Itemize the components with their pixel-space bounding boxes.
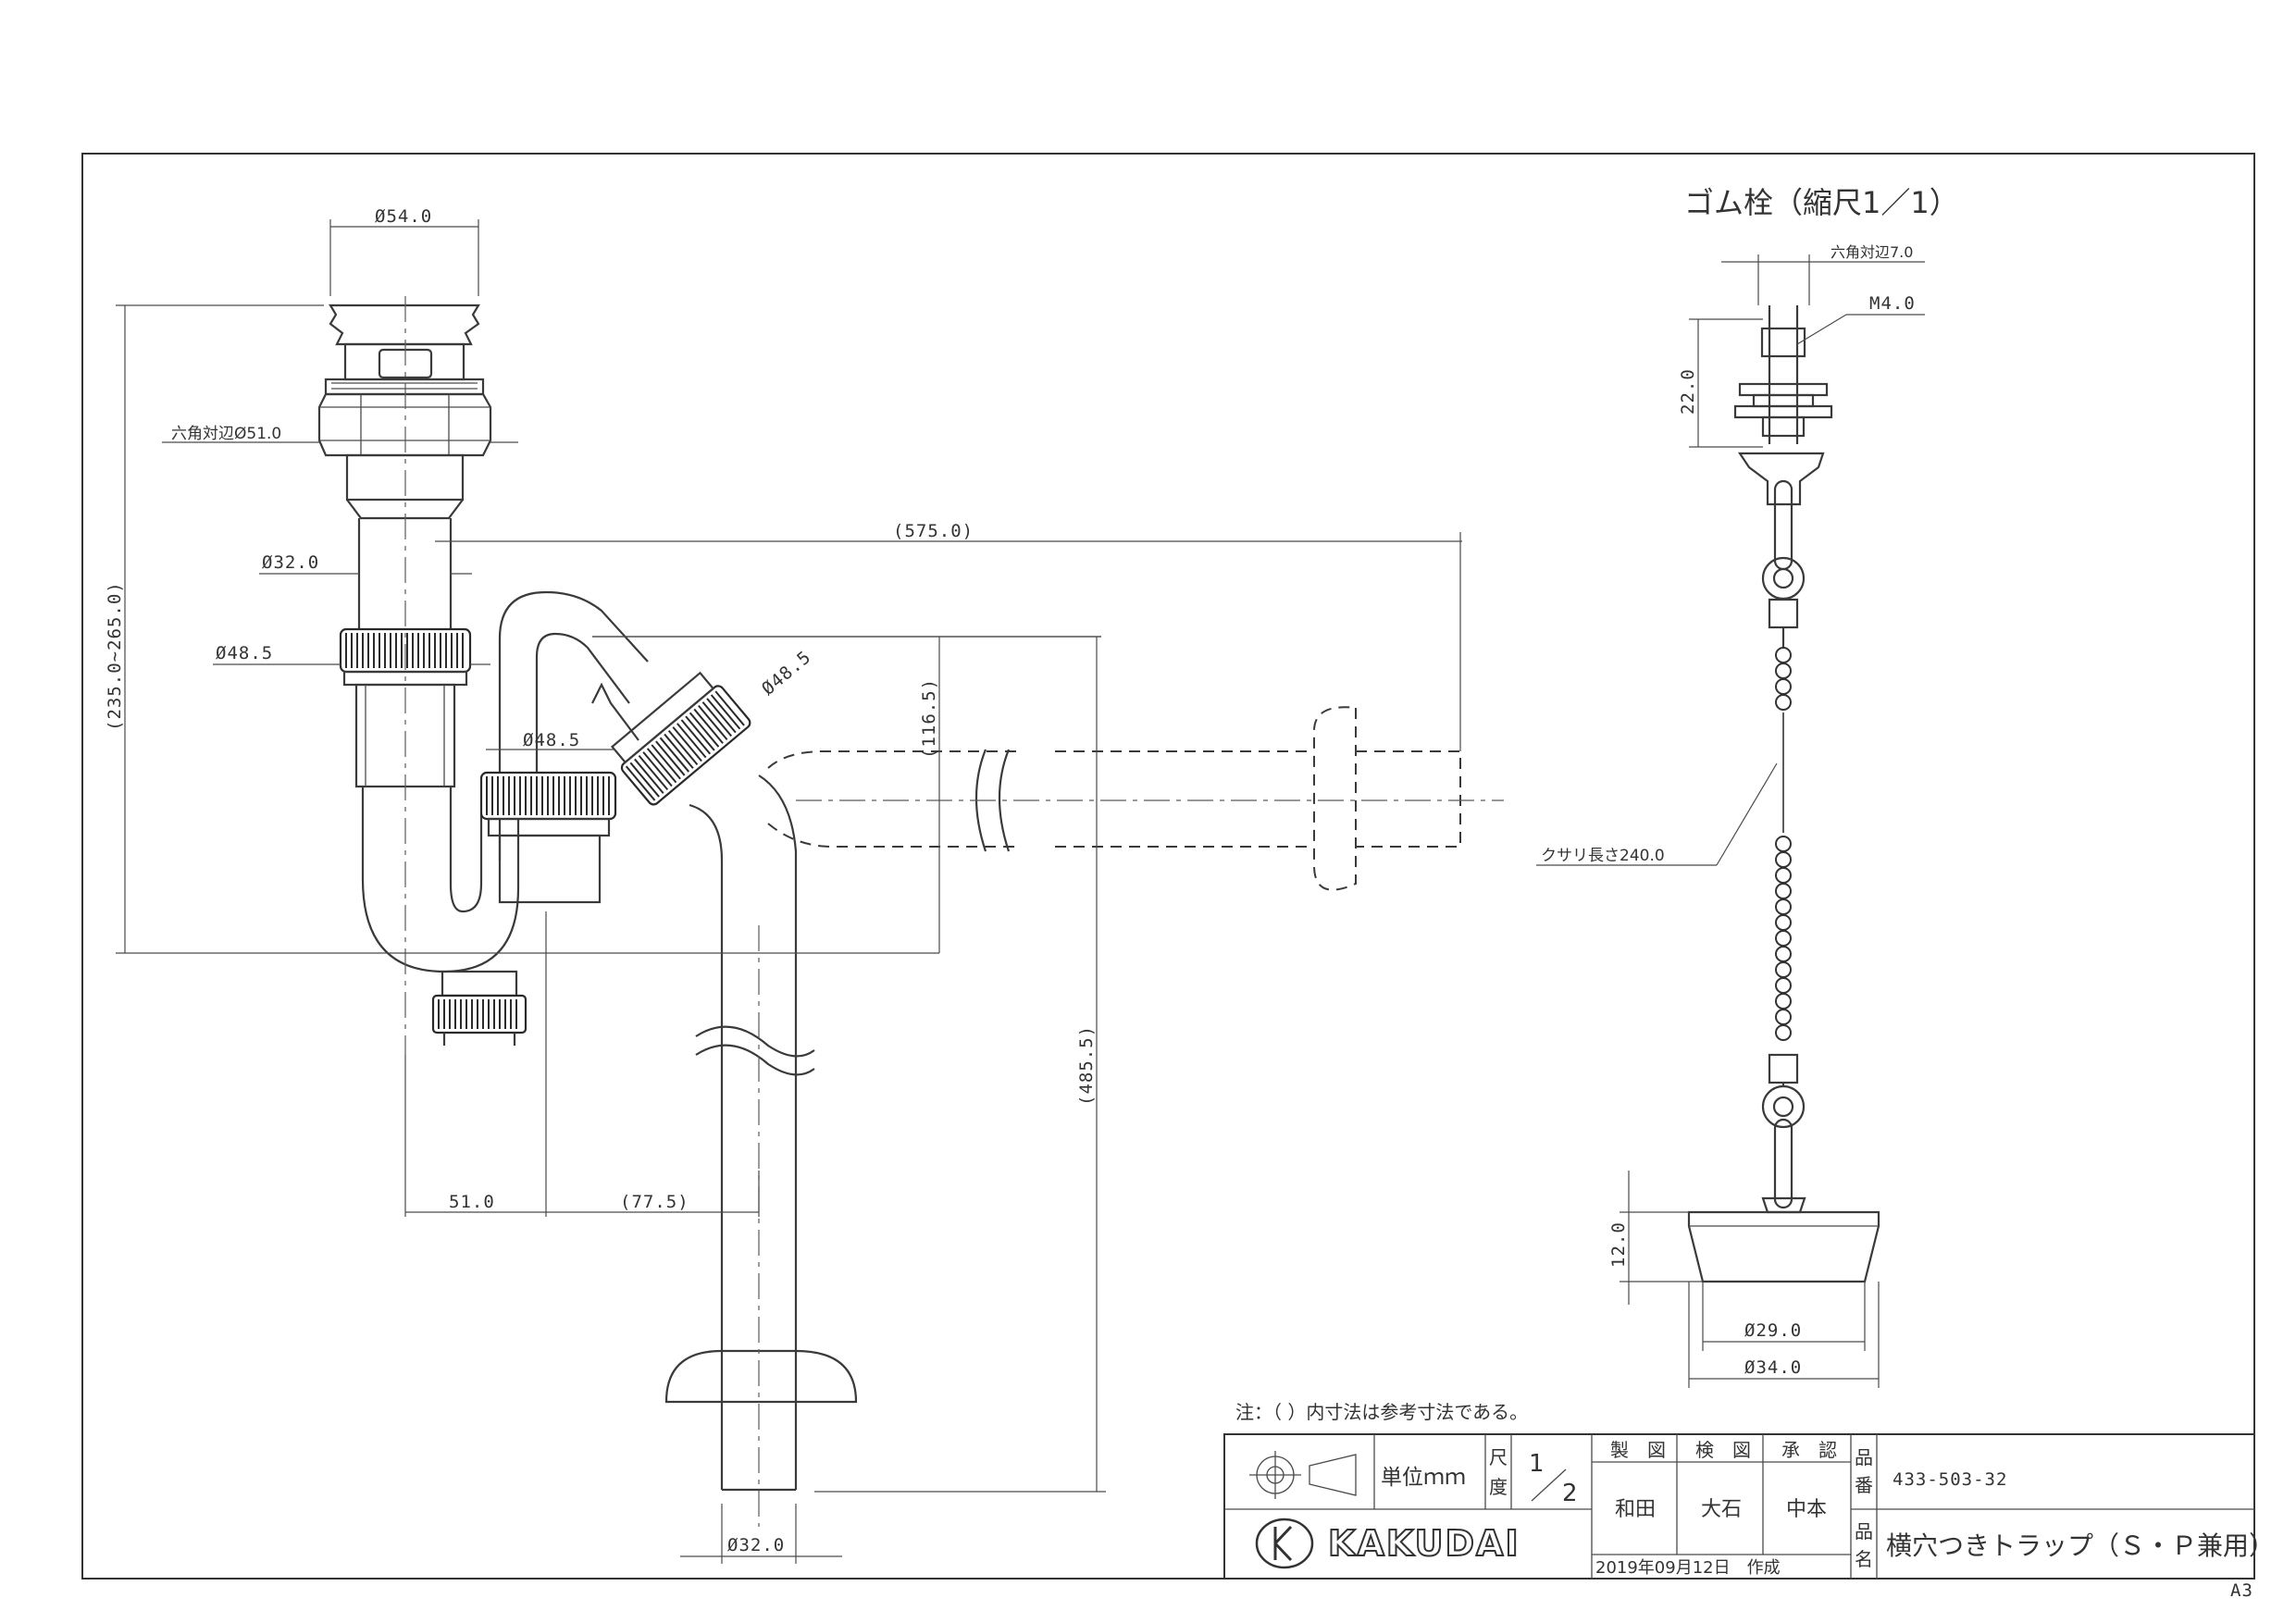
rubber-stopper-detail <box>1536 254 1925 1388</box>
trap-assembly <box>317 296 1504 1527</box>
detail-dim-hex: 六角対辺7.0 <box>1831 243 1913 261</box>
dim-spacing-b: (77.5) <box>620 1192 689 1212</box>
name-label-bottom: 名 <box>1855 1548 1873 1570</box>
number-label-top: 品 <box>1855 1446 1873 1468</box>
dim-length: (575.0) <box>893 521 974 541</box>
dim-top-diameter: Ø54.0 <box>375 206 432 227</box>
scale-numerator: 1 <box>1529 1450 1545 1478</box>
dim-hex-nut: 六角対辺Ø51.0 <box>171 425 281 443</box>
dim-offset: (116.5) <box>919 678 939 759</box>
detail-dim-chain: クサリ長さ240.0 <box>1541 847 1665 865</box>
name-drawn: 和田 <box>1615 1498 1656 1521</box>
paper-size-label: A3 <box>2230 1580 2253 1601</box>
dim-bottom-diameter: Ø32.0 <box>727 1535 785 1555</box>
dim-trap-nut-diameter: Ø48.5 <box>523 730 580 750</box>
nut-ribs-outlet <box>625 690 745 801</box>
dim-nut-diameter: Ø48.5 <box>216 643 273 663</box>
detail-title: ゴム栓（縮尺1／1） <box>1684 185 1959 220</box>
scale-label-bottom: 度 <box>1489 1476 1508 1498</box>
role-drawn: 製 図 <box>1610 1439 1666 1461</box>
unit-label: 単位ｍｍ <box>1381 1466 1466 1490</box>
dim-outlet-nut-diameter: Ø48.5 <box>758 647 815 700</box>
name-checked: 大石 <box>1701 1498 1742 1521</box>
chain-beads <box>1775 647 1792 1041</box>
number-label-bottom: 番 <box>1855 1474 1873 1496</box>
thread-lines-top <box>331 382 478 390</box>
nut-ribs-upper <box>345 633 464 668</box>
dim-total-height: (235.0~265.0) <box>105 581 125 731</box>
kakudai-logo: KAKUDAI <box>1255 1518 1520 1569</box>
projection-symbol-icon <box>1249 1451 1357 1499</box>
title-block: 単位ｍｍ 尺 度 1 2 製 図 検 図 承 認 和田 大石 中本 品 番 43… <box>1223 1433 2275 1580</box>
detail-dim-stem: 22.0 <box>1678 368 1698 415</box>
detail-dim-plug-top: Ø34.0 <box>1744 1357 1802 1378</box>
reference-note: 注：（ ）内寸法は参考寸法である。 <box>1235 1401 1528 1423</box>
dim-pipe-diameter: Ø32.0 <box>262 552 319 573</box>
scale-denominator: 2 <box>1562 1480 1578 1507</box>
sheet-border <box>81 153 2255 1580</box>
detail-dim-plug-height: 12.0 <box>1608 1221 1629 1268</box>
detail-dim-plug-bottom: Ø29.0 <box>1744 1320 1802 1341</box>
role-checked: 検 図 <box>1695 1439 1751 1461</box>
dim-spacing-a: 51.0 <box>449 1192 495 1212</box>
role-approved: 承 認 <box>1781 1439 1837 1461</box>
svg-text:KAKUDAI: KAKUDAI <box>1328 1523 1520 1564</box>
scale-label-top: 尺 <box>1489 1446 1508 1468</box>
detail-dim-thread: M4.0 <box>1869 293 1916 314</box>
name-label-top: 品 <box>1855 1520 1873 1542</box>
product-number: 433-503-32 <box>1893 1469 2007 1490</box>
name-approved: 中本 <box>1786 1498 1827 1521</box>
dim-drop: (485.5) <box>1076 1025 1097 1106</box>
main-dimension-lines <box>116 219 1462 1564</box>
nut-ribs-middle <box>486 776 610 815</box>
product-name: 横穴つきトラップ（Ｓ・Ｐ兼用） <box>1886 1530 2275 1561</box>
creation-date: 2019年09月12日 作成 <box>1595 1558 1781 1578</box>
drain-plug-ribs <box>438 999 517 1029</box>
